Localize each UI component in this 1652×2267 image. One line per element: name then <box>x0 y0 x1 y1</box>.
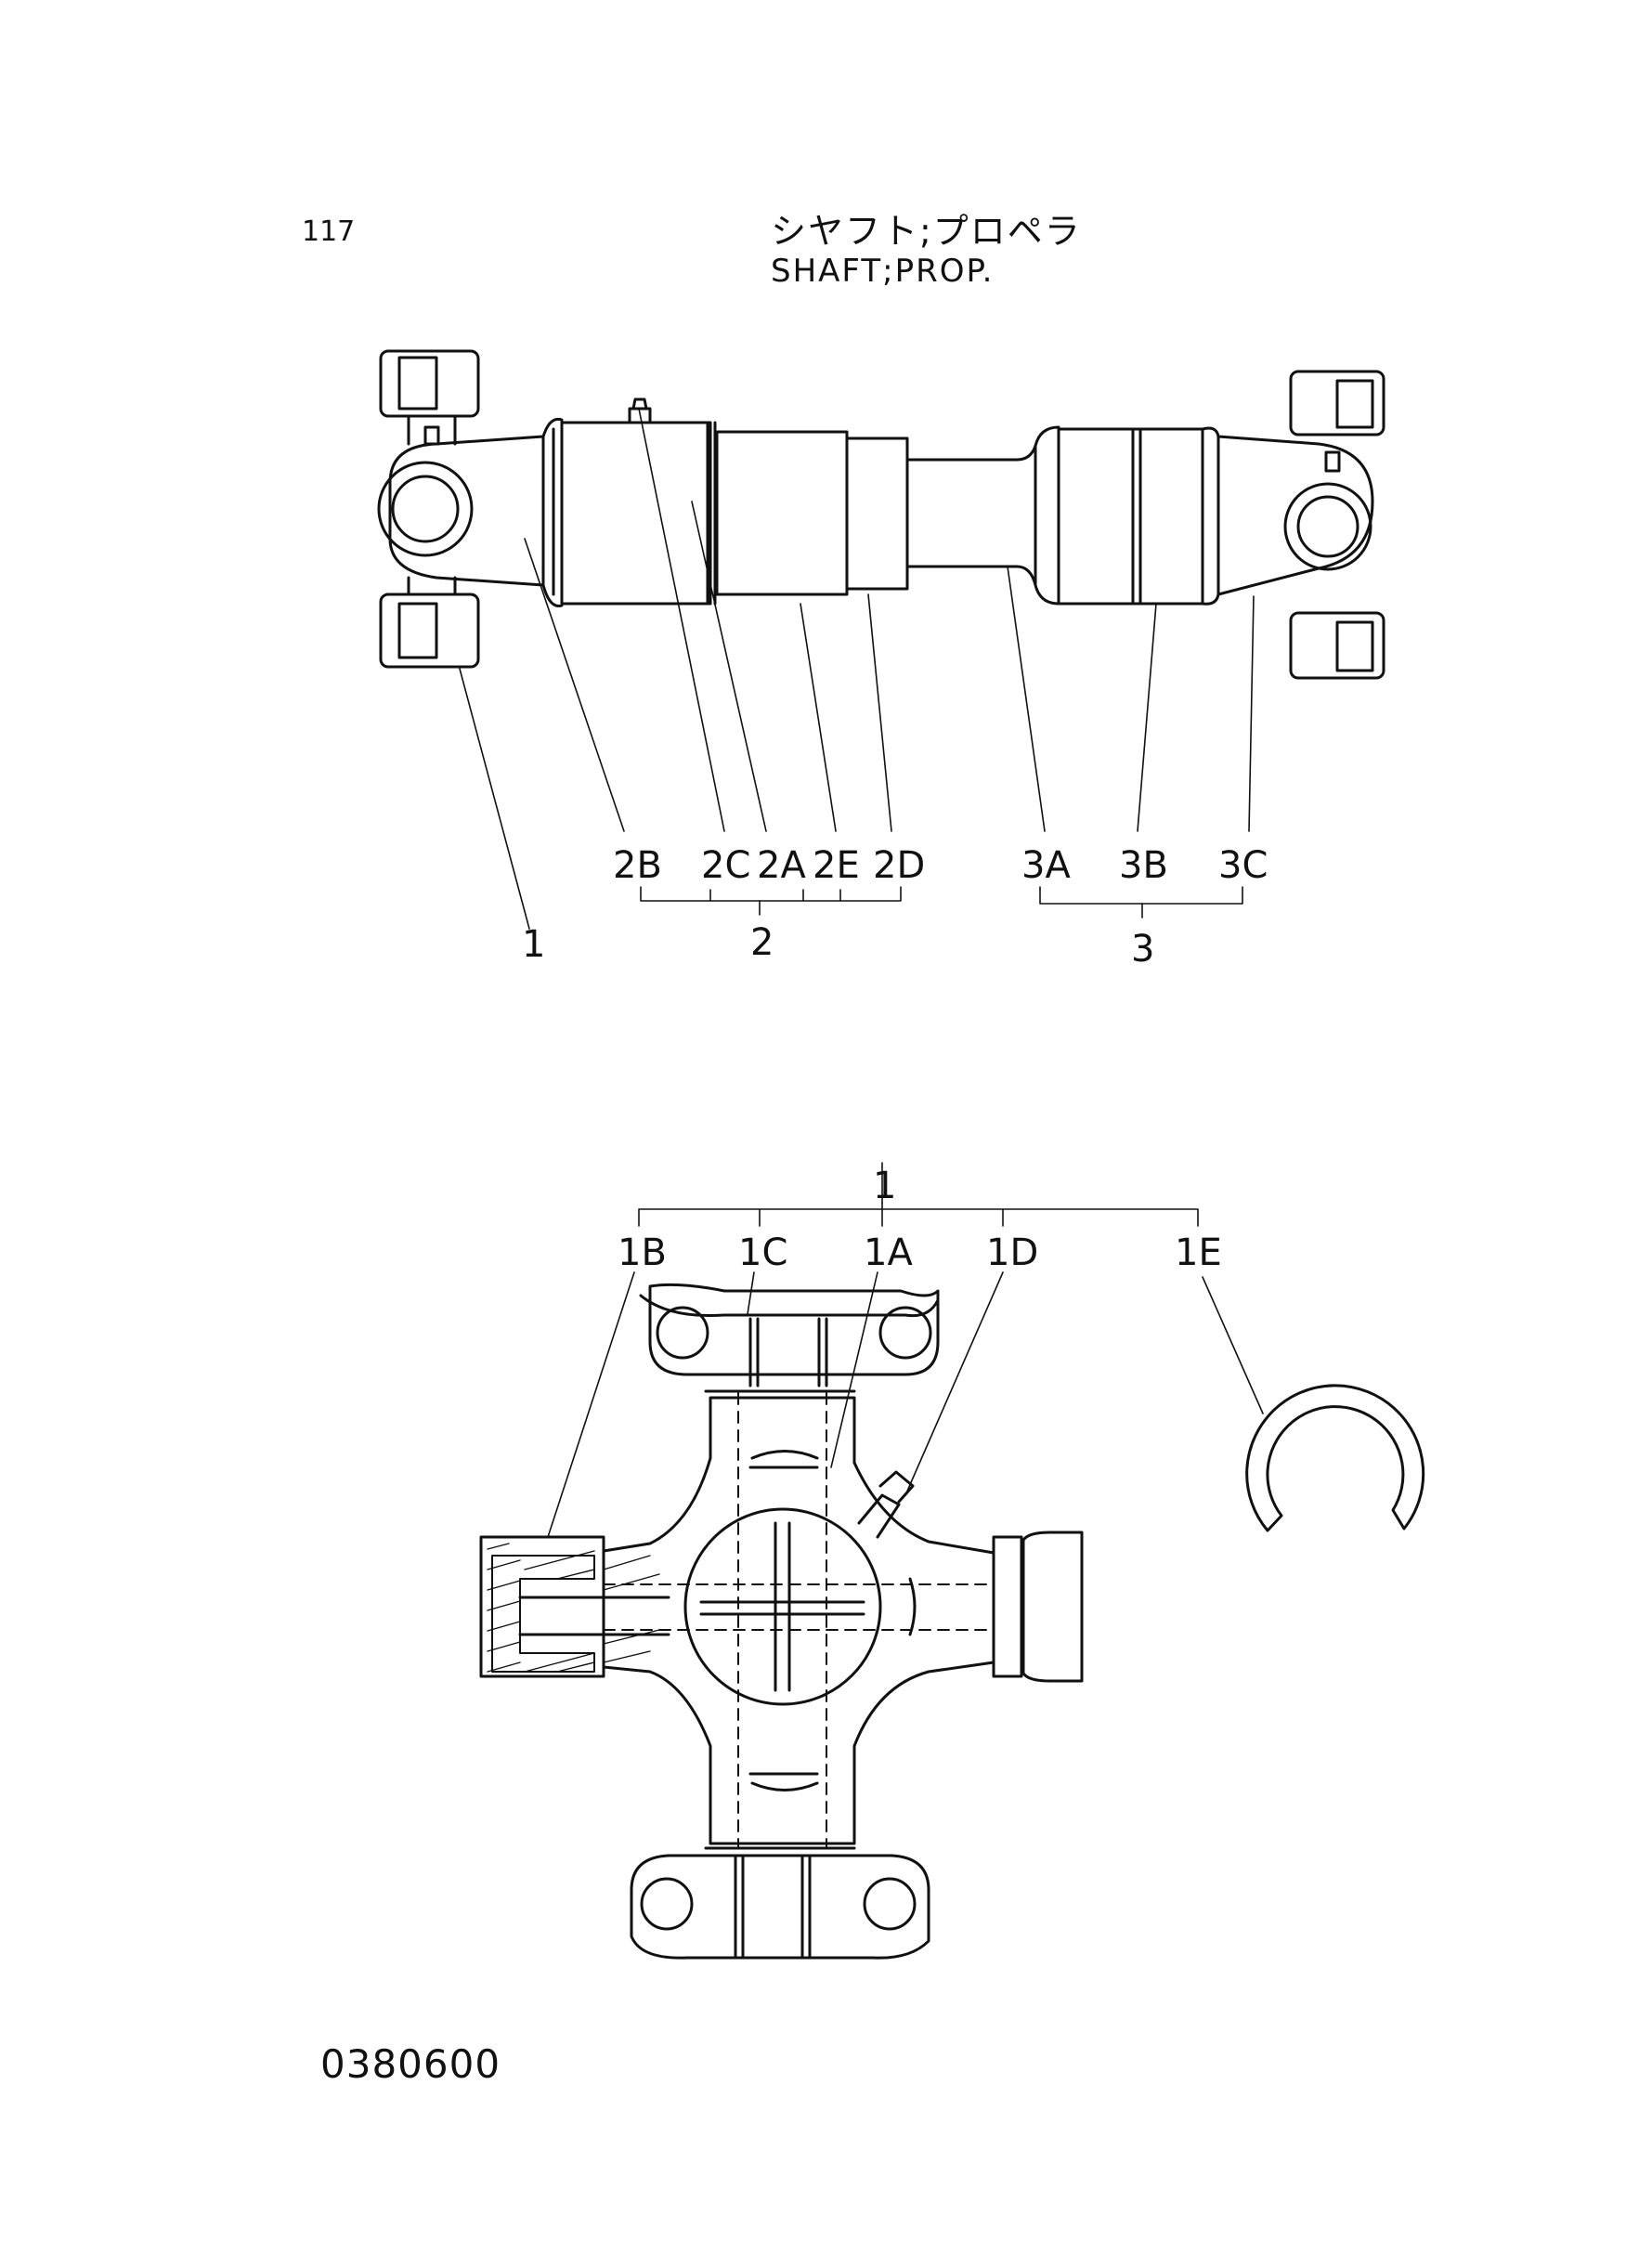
right-bearing-cup <box>992 1531 1084 1683</box>
universal-joint-assembly <box>479 1162 1425 1960</box>
upper-leader-lines <box>459 408 1255 930</box>
bottom-bearing-plate <box>630 1854 930 1960</box>
snap-ring <box>1245 1384 1425 1532</box>
callout-1E: 1E <box>1175 1231 1222 1274</box>
callout-2A: 2A <box>757 844 806 887</box>
callout-2: 2 <box>750 921 774 964</box>
callout-1C: 1C <box>738 1231 787 1274</box>
left-yoke <box>377 349 545 669</box>
propeller-shaft-assembly <box>377 349 1385 930</box>
left-bearing-cup-section <box>479 1535 670 1678</box>
callout-1A: 1A <box>864 1231 913 1274</box>
callout-2D: 2D <box>873 844 925 887</box>
page-number: 117 <box>302 215 356 248</box>
lower-callouts: 1 1B 1C 1A 1D 1E <box>618 1165 1222 1274</box>
callout-1-upper: 1 <box>522 923 545 966</box>
cross-spider <box>602 1389 995 1850</box>
top-bearing-plate <box>639 1283 940 1388</box>
callout-2C: 2C <box>701 844 750 887</box>
callout-2B: 2B <box>613 844 662 887</box>
right-tube <box>1034 425 1220 606</box>
right-yoke <box>1216 370 1385 680</box>
callout-2E: 2E <box>813 844 860 887</box>
drawing-number: 0380600 <box>320 2041 501 2087</box>
callout-3C: 3C <box>1218 844 1268 887</box>
middle-shaft <box>905 444 1037 587</box>
callout-3B: 3B <box>1119 844 1168 887</box>
title-japanese: シヤフト;プロペラ <box>771 211 1082 252</box>
shaft-collar <box>845 436 909 591</box>
callout-1-lower: 1 <box>873 1165 896 1207</box>
upper-callouts: 2B 2C 2A 2E 2D 2 3A 3B 3C 3 1 <box>522 844 1268 971</box>
left-tube <box>541 397 712 608</box>
lower-leader-lines <box>547 1271 1264 1538</box>
title-english: SHAFT;PROP. <box>771 253 995 290</box>
callout-1D: 1D <box>986 1231 1038 1274</box>
callout-3: 3 <box>1131 928 1154 971</box>
lower-bracket <box>638 1162 1199 1227</box>
slip-section <box>713 421 849 606</box>
callout-3A: 3A <box>1021 844 1071 887</box>
callout-1B: 1B <box>618 1231 667 1274</box>
